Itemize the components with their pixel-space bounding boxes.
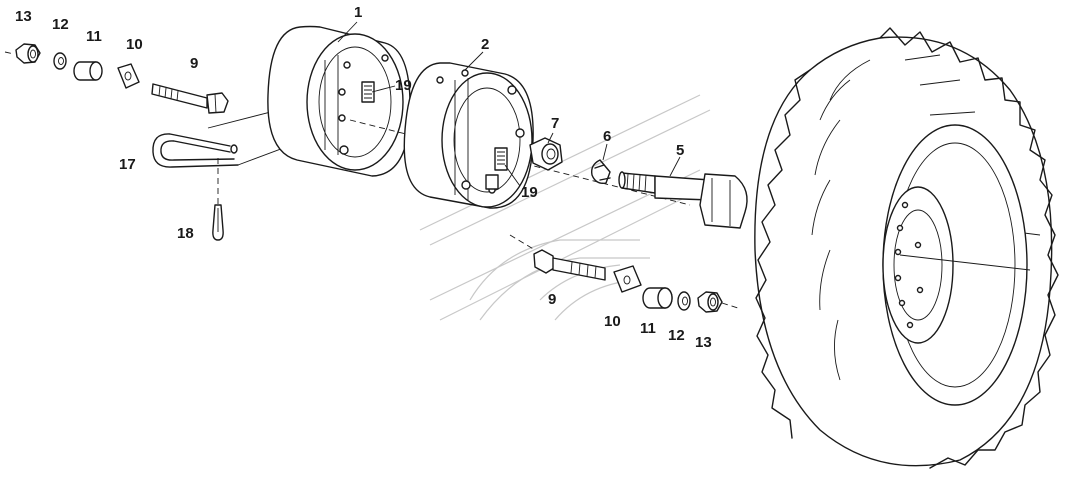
- label-part-11-left: 11: [86, 28, 102, 45]
- label-part-13-left: 13: [15, 8, 32, 25]
- spacer-11-left: [73, 61, 103, 81]
- label-part-12-right: 12: [668, 327, 685, 344]
- label-part-2: 2: [481, 36, 489, 53]
- label-part-9-left: 9: [190, 55, 198, 72]
- label-part-10-left: 10: [126, 36, 143, 53]
- label-part-1: 1: [354, 4, 362, 21]
- label-part-5: 5: [676, 142, 684, 159]
- nut-7: [529, 137, 563, 171]
- plate-10-left: [117, 63, 140, 89]
- wheel-weight-1: [267, 25, 411, 177]
- label-part-6: 6: [603, 128, 611, 145]
- part-labels: 1 2 5 6 7 9 9 10 10 11 11 12 12 13 13 17…: [15, 4, 712, 351]
- label-part-11-right: 11: [640, 320, 656, 337]
- wheel-weight-2: [403, 62, 534, 209]
- label-part-17: 17: [119, 156, 136, 173]
- label-part-13-right: 13: [695, 334, 712, 351]
- wheel-rim: [882, 124, 1031, 406]
- washer-12-left: [53, 52, 67, 70]
- u-pin-17: [152, 133, 239, 168]
- nut-13-left: [4, 43, 41, 64]
- bolt-9-left: [151, 83, 229, 114]
- label-part-19-lower: 19: [521, 184, 538, 201]
- washer-12-right: [677, 291, 691, 311]
- cotter-pin-18: [212, 158, 224, 241]
- spacer-11-right: [642, 287, 673, 309]
- bolt-9-right: [509, 234, 606, 281]
- label-part-18: 18: [177, 225, 194, 242]
- label-part-12-left: 12: [52, 16, 69, 33]
- nut-13-right: [697, 291, 739, 313]
- clip-6: [590, 159, 611, 185]
- shaft-5: [618, 171, 748, 229]
- label-part-9-right: 9: [548, 291, 556, 308]
- label-leaders: [337, 21, 681, 187]
- label-part-7: 7: [551, 115, 559, 132]
- label-part-10-right: 10: [604, 313, 621, 330]
- label-part-19-upper: 19: [395, 77, 412, 94]
- plate-10-right: [613, 265, 642, 293]
